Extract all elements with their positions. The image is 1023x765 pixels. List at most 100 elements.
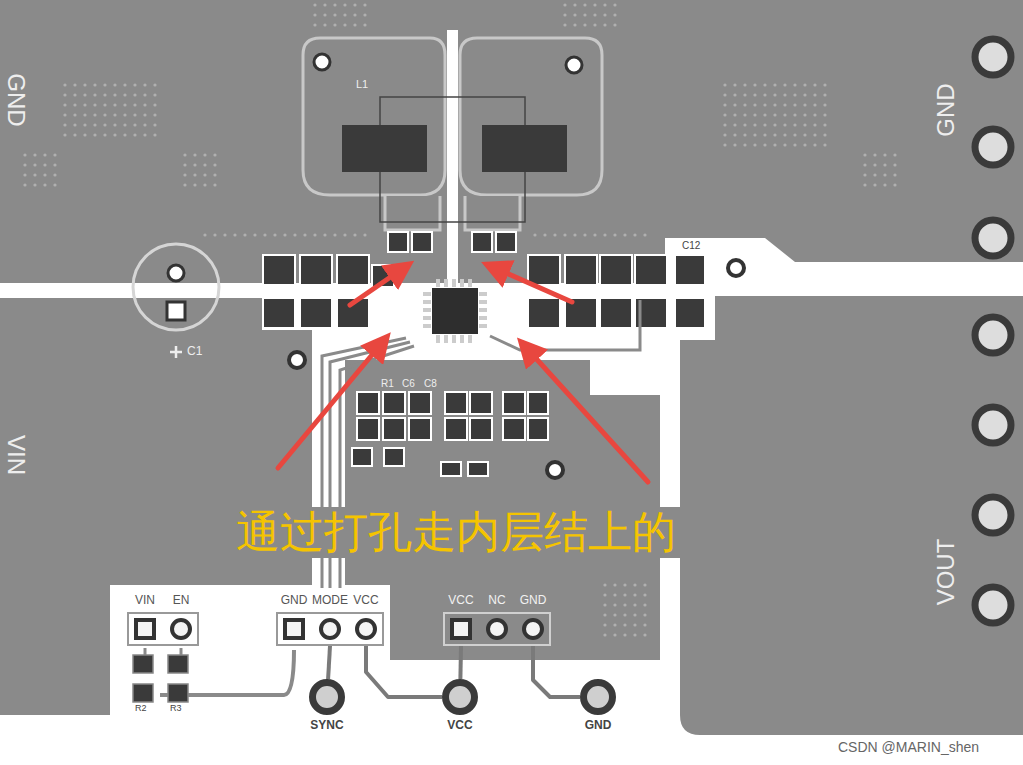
board-rect	[20, 150, 60, 190]
test-point: GND	[580, 679, 616, 715]
silkscreen-label: L1	[356, 78, 368, 91]
board-line	[350, 265, 408, 305]
polarity-mark	[170, 346, 182, 358]
pin-name: GND	[520, 594, 547, 608]
board-rect	[528, 298, 560, 328]
mount-hole	[314, 54, 330, 70]
board-path	[420, 445, 520, 480]
board-circle	[975, 317, 1011, 353]
board-rect	[200, 228, 370, 242]
board-rect	[600, 255, 632, 285]
ic-body	[432, 288, 478, 334]
silkscreen-label: C12	[682, 240, 700, 252]
board-rect	[528, 392, 548, 414]
ic-pins	[423, 279, 487, 343]
pin-name: VIN	[135, 594, 155, 608]
board-rect	[263, 255, 295, 285]
pin-pad	[355, 618, 377, 640]
board-path	[490, 300, 640, 350]
board-path	[144, 648, 147, 655]
via	[728, 260, 744, 276]
test-point-label: GND	[585, 719, 612, 733]
board-rect	[468, 462, 488, 476]
capacitor-outline	[133, 244, 219, 330]
board-rect	[468, 335, 472, 343]
pin-pad	[450, 618, 472, 640]
pin-pad	[283, 618, 305, 640]
board-rect	[133, 684, 153, 702]
board-rect	[310, 0, 370, 30]
pin-pad	[134, 618, 156, 640]
board-rect	[452, 279, 456, 287]
board-rect	[423, 324, 431, 328]
mount-hole	[566, 57, 582, 73]
pin-pad	[486, 618, 508, 640]
board-rect	[300, 298, 332, 328]
board-rect	[503, 418, 525, 440]
board-rect	[423, 292, 431, 296]
silkscreen-label: R2	[135, 703, 147, 713]
pin-header: VCCNCGND	[443, 612, 551, 646]
board-rect	[263, 298, 295, 328]
signal-traces	[145, 300, 640, 695]
board-rect	[352, 448, 372, 466]
board-rect	[479, 324, 487, 328]
pin-name: GND	[281, 594, 308, 608]
board-rect	[470, 418, 492, 440]
board-rect	[300, 255, 332, 285]
pcb-trace	[366, 646, 442, 697]
pcb-trace	[458, 646, 463, 679]
board-rect	[528, 418, 548, 440]
board-rect	[412, 232, 432, 252]
test-point: VCC	[442, 679, 478, 715]
board-path	[303, 38, 445, 195]
pin-pad	[170, 618, 192, 640]
pin-header: GNDMODEVCC	[276, 612, 384, 646]
net-label: GND	[932, 83, 960, 136]
board-rect	[384, 448, 404, 466]
board-circle	[975, 39, 1011, 75]
board-rect	[168, 655, 188, 673]
pin-name: EN	[173, 594, 190, 608]
board-circle	[975, 220, 1011, 256]
pin-name: VCC	[448, 594, 473, 608]
board-rect	[436, 279, 440, 287]
board-rect	[133, 655, 153, 673]
board-rect	[503, 392, 525, 414]
board-path	[465, 196, 520, 230]
board-rect	[479, 316, 487, 320]
callout-arrows	[278, 265, 648, 482]
resistor-pads	[133, 655, 188, 702]
board-rect	[383, 392, 405, 414]
watermark: CSDN @MARIN_shen	[838, 739, 979, 755]
board-rect	[383, 418, 405, 440]
inductor-pad	[342, 125, 427, 172]
board-rect	[860, 150, 900, 190]
pin-pad	[319, 618, 341, 640]
board-rect	[409, 392, 431, 414]
board-rect	[565, 255, 597, 285]
silkscreen-label: C6	[402, 378, 415, 390]
net-label: GND	[2, 73, 30, 126]
board-path	[0, 0, 1023, 283]
board-rect	[357, 418, 379, 440]
silkscreen-label: R3	[170, 703, 182, 713]
board-rect	[180, 150, 220, 190]
board-rect	[337, 255, 369, 285]
board-rect	[445, 418, 467, 440]
copper-pour	[0, 0, 1023, 735]
pcb-trace	[328, 646, 330, 679]
silkscreen-label: R1	[381, 378, 394, 390]
inductor-pour	[303, 38, 602, 230]
board-rect	[635, 255, 667, 285]
annotation-note: 通过打孔走内层结上的	[232, 507, 680, 558]
board-circle	[975, 587, 1011, 623]
board-rect	[357, 392, 379, 414]
board-rect	[452, 335, 456, 343]
board-path	[680, 296, 1023, 735]
pin-header: VINEN	[127, 612, 199, 646]
board-rect	[720, 80, 830, 150]
board-rect	[600, 580, 650, 640]
board-rect	[470, 392, 492, 414]
